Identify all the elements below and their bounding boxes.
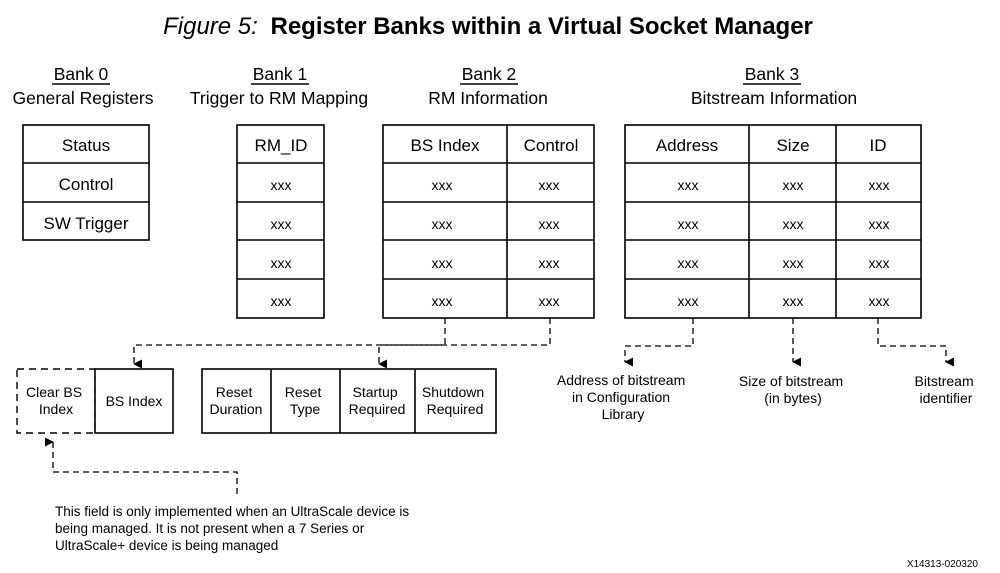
- control-connector: [378, 318, 551, 369]
- bank-2-cell: xxx: [432, 216, 453, 232]
- bank-2-table: BS Index Control xxx xxx xxx xxx xxx xxx…: [382, 124, 595, 319]
- bank-3-cell: xxx: [869, 255, 890, 271]
- bank-3-cell: xxx: [678, 255, 699, 271]
- bank-0-name: Bank 0: [54, 64, 109, 84]
- bank-3-descriptions: Address of bitstream in Configuration Li…: [557, 372, 977, 422]
- bank-2-subtitle: RM Information: [428, 88, 548, 108]
- bank-3-cell: xxx: [869, 216, 890, 232]
- bank-2-column-header: BS Index: [411, 136, 480, 155]
- bank-3-cell: xxx: [783, 177, 804, 193]
- figure-title: Figure 5: Register Banks within a Virtua…: [163, 13, 813, 40]
- bank-1-cell: xxx: [271, 255, 292, 271]
- bank-1-cell: xxx: [271, 177, 292, 193]
- bank-2-name: Bank 2: [462, 64, 516, 84]
- bank-3-header: Bank 3 Bitstream Information: [691, 64, 857, 108]
- bank-1-cell: xxx: [271, 293, 292, 309]
- figure-label: Figure 5:: [163, 13, 258, 40]
- bank-3-cell: xxx: [783, 216, 804, 232]
- field-label: Reset Duration: [210, 384, 263, 417]
- field-label: Shutdown Required: [422, 384, 488, 417]
- bank-1-table: RM_ID xxx xxx xxx xxx: [236, 124, 325, 319]
- bank-3-cell: xxx: [678, 216, 699, 232]
- bank-3-cell: xxx: [869, 177, 890, 193]
- bank-2-cell: xxx: [539, 255, 560, 271]
- footnote-connector: [44, 437, 238, 494]
- bank-2-cell: xxx: [539, 216, 560, 232]
- bank-3-cell: xxx: [783, 293, 804, 309]
- bank-3-cell: xxx: [783, 255, 804, 271]
- bank-3-subtitle: Bitstream Information: [691, 88, 857, 108]
- bank-3-cell: xxx: [869, 293, 890, 309]
- bank-3-cell: xxx: [678, 293, 699, 309]
- field-label: BS Index: [106, 393, 163, 409]
- bs-index-fields: Clear BS Index BS Index: [16, 368, 174, 434]
- bank-2-cell: xxx: [432, 293, 453, 309]
- bank-2-column-header: Control: [524, 136, 579, 155]
- bank-2-header: Bank 2 RM Information: [428, 64, 548, 108]
- field-label: Reset Type: [285, 384, 325, 417]
- field-label: Clear BS Index: [26, 384, 86, 417]
- bank-3-cell: xxx: [678, 177, 699, 193]
- bank-1-name: Bank 1: [253, 64, 307, 84]
- bank-3-table: Address Size ID xxx xxx xxx xxx xxx xxx …: [624, 124, 922, 319]
- bs-index-field: [94, 368, 174, 434]
- bank-0-header: Bank 0 General Registers: [12, 64, 153, 108]
- address-description: Address of bitstream in Configuration Li…: [557, 372, 689, 422]
- bank-1-cell: xxx: [271, 216, 292, 232]
- bank-2-cell: xxx: [432, 177, 453, 193]
- figure-tag: X14313-020320: [907, 559, 979, 570]
- clear-bs-index-field: [16, 368, 96, 434]
- id-description: Bitstream identifier: [914, 373, 977, 406]
- figure-title-text: Register Banks within a Virtual Socket M…: [271, 13, 813, 40]
- bank-3-name: Bank 3: [745, 64, 799, 84]
- bank-1-subtitle: Trigger to RM Mapping: [190, 88, 368, 108]
- id-connector: [877, 318, 955, 367]
- bank-0-table: Status Control SW Trigger: [22, 124, 150, 241]
- bank-2-cell: xxx: [539, 293, 560, 309]
- bank-0-subtitle: General Registers: [12, 88, 153, 108]
- bank-1-column-header: RM_ID: [255, 136, 308, 155]
- size-description: Size of bitstream (in bytes): [739, 373, 847, 406]
- bs-index-connector: [133, 318, 446, 369]
- footnote: This field is only implemented when an U…: [55, 504, 413, 553]
- control-fields: Reset Duration Reset Type Startup Requir…: [201, 368, 497, 434]
- bank-3-column-header: Address: [656, 136, 718, 155]
- bank-0-row: SW Trigger: [43, 214, 128, 233]
- bank-0-row: Status: [62, 136, 110, 155]
- bank-0-row: Control: [59, 175, 114, 194]
- address-connector: [624, 318, 694, 367]
- bank-3-column-header: ID: [870, 136, 887, 155]
- bank-2-cell: xxx: [432, 255, 453, 271]
- field-label: Startup Required: [349, 384, 406, 417]
- bank-2-cell: xxx: [539, 177, 560, 193]
- bank-1-header: Bank 1 Trigger to RM Mapping: [190, 64, 368, 108]
- bank-3-column-header: Size: [776, 136, 809, 155]
